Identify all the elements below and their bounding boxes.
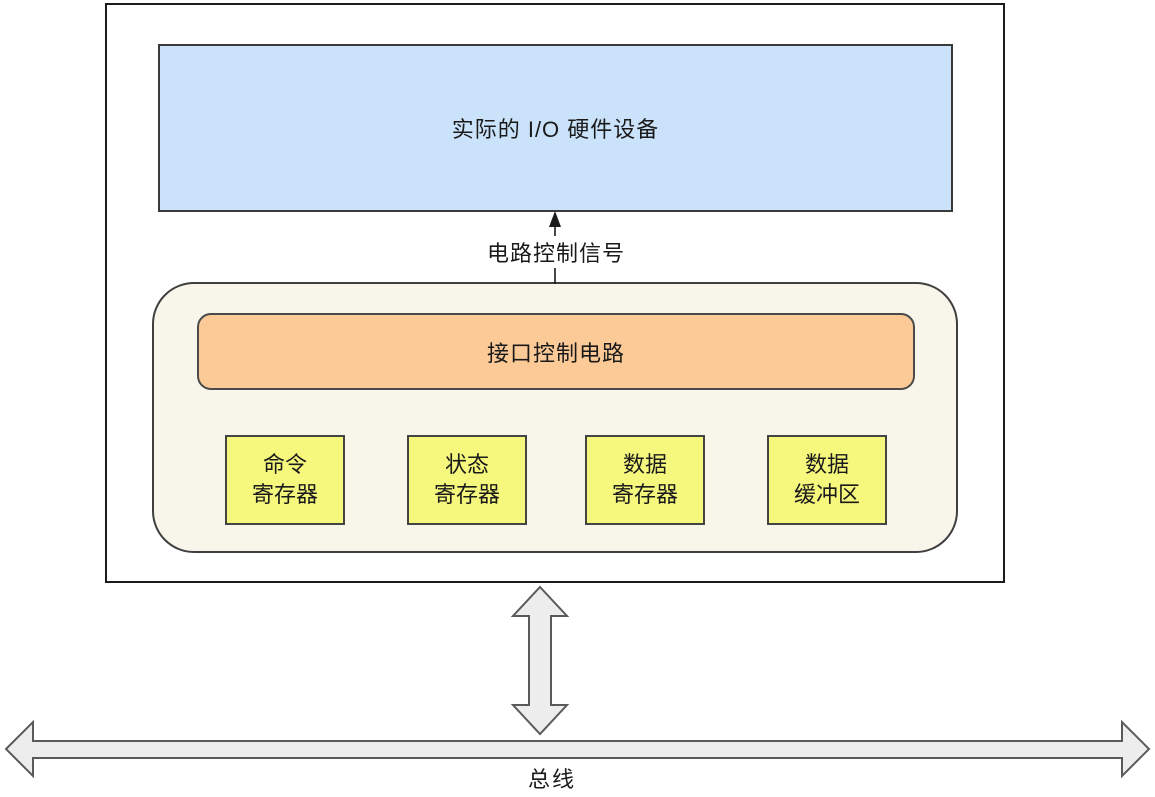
data-buffer-box: 数据 缓冲区 bbox=[767, 435, 887, 525]
control-signal-label: 电路控制信号 bbox=[466, 236, 646, 268]
interface-container: 接口控制电路 命令 寄存器 状态 寄存器 数据 寄存器 数据 缓冲区 bbox=[152, 282, 958, 553]
data-buffer-line1: 数据 bbox=[804, 452, 849, 477]
io-hardware-label: 实际的 I/O 硬件设备 bbox=[451, 117, 660, 142]
command-register-box: 命令 寄存器 bbox=[225, 435, 345, 525]
command-register-line2: 寄存器 bbox=[251, 482, 318, 507]
interface-circuit-label: 接口控制电路 bbox=[486, 340, 625, 366]
data-register-line2: 寄存器 bbox=[611, 482, 678, 507]
status-register-line2: 寄存器 bbox=[433, 482, 500, 507]
interface-circuit-box: 接口控制电路 bbox=[197, 313, 915, 390]
data-register-line1: 数据 bbox=[622, 452, 667, 477]
status-register-line1: 状态 bbox=[444, 452, 489, 477]
status-register-box: 状态 寄存器 bbox=[407, 435, 527, 525]
data-buffer-line2: 缓冲区 bbox=[793, 482, 860, 507]
bus-label: 总线 bbox=[527, 767, 576, 792]
data-register-box: 数据 寄存器 bbox=[585, 435, 705, 525]
bus-connection-arrow bbox=[510, 585, 570, 736]
command-register-line1: 命令 bbox=[262, 452, 307, 477]
io-hardware-box: 实际的 I/O 硬件设备 bbox=[158, 44, 953, 212]
device-controller-box: 实际的 I/O 硬件设备 接口控制电路 命令 寄存器 状态 寄存器 数据 寄存器 bbox=[105, 3, 1005, 583]
